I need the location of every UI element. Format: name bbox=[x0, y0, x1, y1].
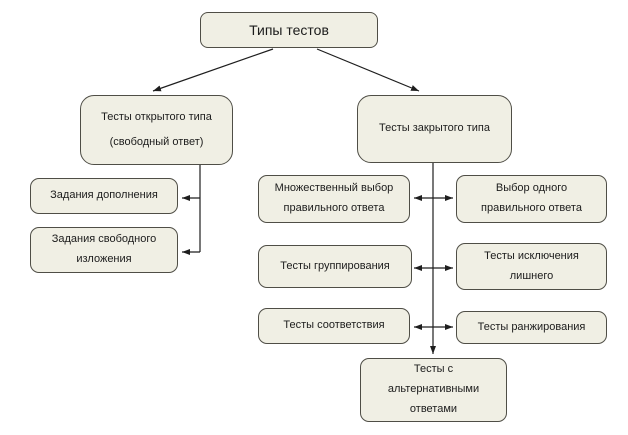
node-alternative-answer-tests-label: Тесты с альтернативными ответами bbox=[387, 363, 480, 415]
node-multiple-choice-tests-label: Множественный выбор правильного ответа bbox=[274, 182, 394, 214]
node-addition-tasks-label: Задания дополнения bbox=[50, 189, 158, 202]
node-matching-tests: Тесты соответствия bbox=[258, 308, 410, 344]
node-closed-type-tests: Тесты закрытого типа bbox=[357, 95, 512, 163]
node-addition-tasks: Задания дополнения bbox=[30, 178, 178, 214]
node-single-choice-tests: Выбор одного правильного ответа bbox=[456, 175, 607, 223]
node-exclusion-tests: Тесты исключения лишнего bbox=[456, 243, 607, 290]
node-grouping-tests-label: Тесты группирования bbox=[280, 259, 390, 272]
node-closed-type-tests-label: Тесты закрытого типа bbox=[379, 122, 490, 135]
node-free-presentation-tasks-label: Задания свободного изложения bbox=[51, 233, 157, 265]
node-open-type-tests: Тесты открытого типа (свободный ответ) bbox=[80, 95, 233, 165]
arrow-root-to-open-type bbox=[152, 48, 274, 92]
node-test-types: Типы тестов bbox=[200, 12, 378, 48]
node-open-type-tests-label: Тесты открытого типа (свободный ответ) bbox=[101, 110, 212, 149]
node-test-types-label: Типы тестов bbox=[249, 21, 329, 38]
node-alternative-answer-tests: Тесты с альтернативными ответами bbox=[360, 358, 507, 422]
node-multiple-choice-tests: Множественный выбор правильного ответа bbox=[258, 175, 410, 223]
node-grouping-tests: Тесты группирования bbox=[258, 245, 412, 288]
arrow-root-to-closed-type bbox=[316, 48, 420, 92]
node-exclusion-tests-label: Тесты исключения лишнего bbox=[484, 249, 579, 282]
node-ranking-tests: Тесты ранжирования bbox=[456, 311, 607, 344]
node-free-presentation-tasks: Задания свободного изложения bbox=[30, 227, 178, 273]
node-matching-tests-label: Тесты соответствия bbox=[283, 319, 385, 332]
node-ranking-tests-label: Тесты ранжирования bbox=[477, 320, 586, 333]
node-single-choice-tests-label: Выбор одного правильного ответа bbox=[481, 182, 582, 214]
